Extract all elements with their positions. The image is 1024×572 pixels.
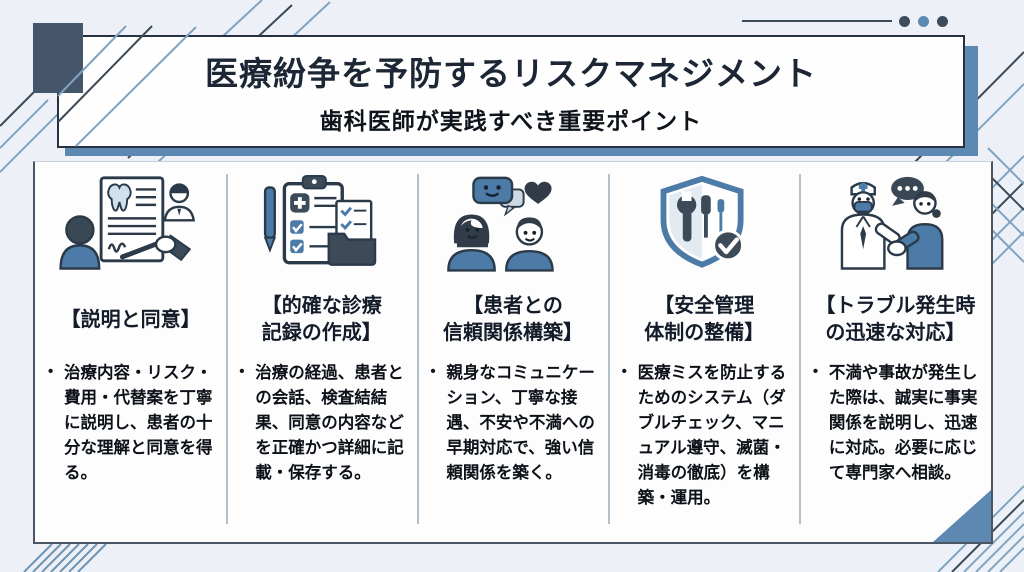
- column-bullet: • 親身なコミュニケーション、丁寧な接遇、不安や不満への早期対応で、強い信頼関係…: [430, 361, 595, 486]
- column-bullet: • 治療の経過、患者との会話、検査結結果、同意の内容などを正確かつ詳細に記載・保…: [239, 361, 404, 486]
- dot-icon: [918, 16, 929, 27]
- column-safety: 【安全管理 体制の整備】 • 医療ミスを防止するためのシステム（ダブルチェック、…: [609, 162, 800, 542]
- column-heading: 【説明と同意】: [48, 292, 213, 348]
- heading-line: の迅速な対応】: [825, 322, 966, 344]
- column-consent: 【説明と同意】 • 治療内容・リスク・費用・代替案を丁寧に説明し、患者の十分な理…: [35, 162, 226, 542]
- column-heading: 【トラブル発生時 の迅速な対応】: [813, 292, 978, 348]
- dot-icon: [899, 16, 910, 27]
- bullet-marker: •: [430, 363, 436, 380]
- bullet-text: 不満や事故が発生した際は、誠実に事実関係を説明し、迅速に対応。必要に応じて専門家…: [828, 364, 978, 482]
- column-divider: [417, 174, 419, 524]
- column-heading: 【患者との 信頼関係構築】: [430, 292, 595, 348]
- dot-icon: [937, 16, 948, 27]
- corner-fold-triangle: [933, 490, 991, 542]
- column-divider: [799, 174, 801, 524]
- bullet-marker: •: [812, 363, 819, 380]
- heading-line: 【安全管理: [654, 295, 755, 317]
- column-bullet: • 不満や事故が発生した際は、誠実に事実関係を説明し、迅速に対応。必要に応じて専…: [813, 361, 978, 486]
- column-heading: 【的確な診療 記録の作成】: [239, 292, 404, 348]
- heading-line: 【トラブル発生時: [815, 295, 976, 317]
- corner-accent-block: [33, 23, 83, 93]
- heading-line: 【患者との: [463, 295, 563, 317]
- bullet-marker: •: [621, 363, 627, 380]
- heading-line: 体制の整備】: [644, 322, 765, 344]
- column-bullet: • 医療ミスを防止するためのシステム（ダブルチェック、マニュアル遵守、滅菌・消毒…: [622, 361, 787, 511]
- heading-line: 記録の作成】: [261, 322, 382, 344]
- bullet-text: 治療内容・リスク・費用・代替案を丁寧に説明し、患者の十分な理解と同意を得る。: [64, 364, 213, 482]
- heading-line: 【的確な診療: [261, 295, 382, 317]
- heading-line: 信頼関係構築】: [443, 322, 583, 344]
- bullet-text: 親身なコミュニケーション、丁寧な接遇、不安や不満への早期対応で、強い信頼関係を築…: [446, 364, 595, 482]
- medical-records-icon: [239, 168, 404, 288]
- header-banner: 医療紛争を予防するリスクマネジメント 歯科医師が実践すべき重要ポイント: [57, 35, 965, 148]
- column-bullet: • 治療内容・リスク・費用・代替案を丁寧に説明し、患者の十分な理解と同意を得る。: [48, 361, 213, 486]
- handshake-response-icon: [813, 168, 978, 288]
- content-card: 【説明と同意】 • 治療内容・リスク・費用・代替案を丁寧に説明し、患者の十分な理…: [33, 161, 993, 544]
- bullet-marker: •: [239, 363, 245, 380]
- window-dots: [899, 16, 948, 27]
- column-response: 【トラブル発生時 の迅速な対応】 • 不満や事故が発生した際は、誠実に事実関係を…: [800, 162, 991, 542]
- bullet-text: 治療の経過、患者との会話、検査結結果、同意の内容などを正確かつ詳細に記載・保存す…: [255, 364, 404, 482]
- heading-line: 【説明と同意】: [60, 308, 201, 331]
- bullet-text: 医療ミスを防止するためのシステム（ダブルチェック、マニュアル遵守、滅菌・消毒の徹…: [637, 364, 787, 507]
- patient-trust-icon: [430, 168, 595, 288]
- column-divider: [608, 174, 610, 524]
- slide-subtitle: 歯科医師が実践すべき重要ポイント: [319, 108, 703, 134]
- column-records: 【的確な診療 記録の作成】 • 治療の経過、患者との会話、検査結結果、同意の内容…: [226, 162, 417, 542]
- safety-shield-icon: [622, 168, 787, 288]
- column-divider: [226, 174, 228, 524]
- slide-title: 医療紛争を予防するリスクマネジメント: [205, 55, 817, 92]
- column-trust: 【患者との 信頼関係構築】 • 親身なコミュニケーション、丁寧な接遇、不安や不満…: [417, 162, 608, 542]
- top-accent-line: [742, 20, 892, 22]
- consent-signing-icon: [48, 168, 213, 288]
- column-heading: 【安全管理 体制の整備】: [622, 292, 787, 348]
- bullet-marker: •: [48, 363, 54, 380]
